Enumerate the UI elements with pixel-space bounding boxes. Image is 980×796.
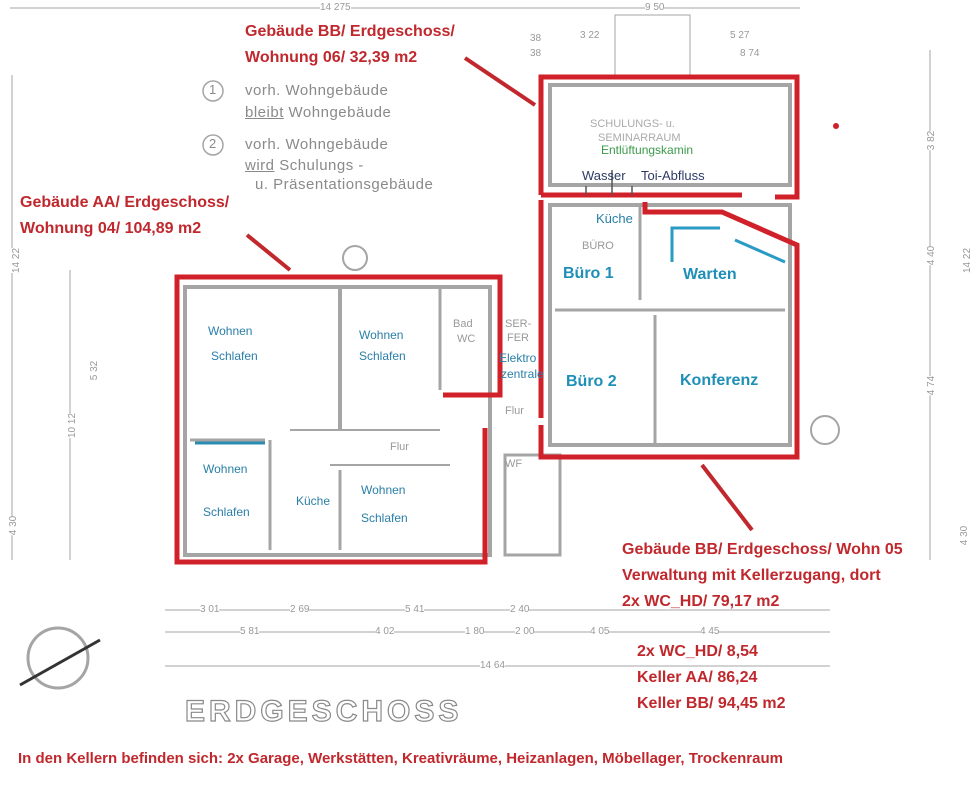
dimension: 5 81 bbox=[240, 626, 260, 637]
dimension: 5 41 bbox=[405, 604, 425, 615]
room-label: SER- bbox=[505, 318, 532, 330]
dimension: 38 bbox=[530, 48, 542, 59]
room-label: Schlafen bbox=[203, 505, 250, 519]
room-label: Konferenz bbox=[680, 372, 759, 389]
annotation-line: Gebäude BB/ Erdgeschoss/ Wohn 05 bbox=[622, 541, 903, 558]
annotation-leaders bbox=[245, 56, 754, 532]
legend-num-2: 2 bbox=[209, 136, 217, 151]
room-label: Wohnen bbox=[203, 462, 248, 476]
dimension: 14 275 bbox=[320, 2, 351, 13]
annotation-line: Gebäude BB/ Erdgeschoss/ bbox=[245, 23, 455, 40]
room-label: Büro 2 bbox=[566, 373, 617, 390]
annotation-extra: 2x WC_HD/ 8,54 Keller AA/ 86,24 Keller B… bbox=[637, 639, 786, 717]
dimension: 1 80 bbox=[465, 626, 485, 637]
legend-item2-line2: Schulungs - bbox=[279, 157, 364, 174]
outline-bb06 bbox=[538, 74, 800, 200]
legend-item2-line1: vorh. Wohngebäude bbox=[245, 136, 389, 153]
legend-item1-line2: Wohngebäude bbox=[288, 104, 392, 121]
room-label: Elektro bbox=[499, 351, 537, 365]
plan-walls bbox=[10, 7, 931, 690]
dimension: 3 22 bbox=[580, 30, 600, 41]
room-label: Schlafen bbox=[359, 349, 406, 363]
room-label: BÜRO bbox=[582, 240, 614, 252]
wasser-label: Wasser bbox=[582, 168, 626, 183]
outline-bb05 bbox=[538, 200, 800, 460]
legend-item2-keyword: wird bbox=[245, 157, 275, 174]
annotation-line: Gebäude AA/ Erdgeschoss/ bbox=[20, 194, 230, 211]
room-label: WC bbox=[457, 333, 476, 345]
dimension: 4 30 bbox=[959, 525, 971, 546]
room-label: Schlafen bbox=[211, 349, 258, 363]
annotation-line: Wohnung 04/ 104,89 m2 bbox=[20, 220, 202, 237]
annotation-line: 2x WC_HD/ 79,17 m2 bbox=[622, 593, 780, 610]
dimension: 4 40 bbox=[926, 245, 938, 266]
legend-num-1: 1 bbox=[209, 82, 217, 97]
annotation-bb05: Gebäude BB/ Erdgeschoss/ Wohn 05 Verwalt… bbox=[622, 537, 903, 615]
annotation-aa04: Gebäude AA/ Erdgeschoss/ Wohnung 04/ 104… bbox=[20, 190, 229, 242]
dimension: 5 32 bbox=[89, 360, 101, 381]
room-label: Flur bbox=[390, 441, 409, 453]
dimension: 9 50 bbox=[645, 2, 665, 13]
room-label: FER bbox=[507, 332, 529, 344]
annotation-line: Wohnung 06/ 32,39 m2 bbox=[245, 49, 418, 66]
dimension: 4 05 bbox=[590, 626, 610, 637]
legend-item1-keyword: bleibt bbox=[245, 104, 284, 121]
room-label: Küche bbox=[596, 211, 633, 226]
room-label: Wohnen bbox=[208, 324, 253, 338]
compass-needle bbox=[19, 638, 101, 687]
dimension: 4 02 bbox=[375, 626, 395, 637]
room-label: zentrale bbox=[501, 367, 544, 381]
room-label: SEMINARRAUM bbox=[598, 132, 681, 144]
dimension: 4 74 bbox=[926, 375, 938, 396]
plan-title: ERDGESCHOSS bbox=[184, 694, 463, 728]
room-label: SCHULUNGS- u. bbox=[590, 118, 675, 130]
legend-item1-line1: vorh. Wohngebäude bbox=[245, 82, 389, 99]
dimension: 4 45 bbox=[700, 626, 720, 637]
annotation-bb06: Gebäude BB/ Erdgeschoss/ Wohnung 06/ 32,… bbox=[245, 19, 455, 71]
dimension: 38 bbox=[530, 33, 542, 44]
room-label: Büro 1 bbox=[563, 265, 614, 282]
legend-item2-line3: u. Präsentationsgebäude bbox=[255, 176, 434, 193]
entlueftung-label: Entlüftungskamin bbox=[601, 143, 694, 157]
dimension: 5 27 bbox=[730, 30, 750, 41]
room-label: Wohnen bbox=[359, 328, 404, 342]
dimension: 14 64 bbox=[480, 660, 506, 671]
annotation-line: Verwaltung mit Kellerzugang, dort bbox=[622, 567, 881, 584]
dimension: 10 12 bbox=[67, 412, 79, 439]
dimension: 8 74 bbox=[740, 48, 760, 59]
annotation-line: Keller AA/ 86,24 bbox=[637, 669, 758, 686]
dimension: 2 40 bbox=[510, 604, 530, 615]
dimension: 14 22 bbox=[962, 247, 974, 274]
room-label: Schlafen bbox=[361, 511, 408, 525]
footer-note: In den Kellern befinden sich: 2x Garage,… bbox=[18, 750, 783, 767]
room-label: Bad bbox=[453, 318, 473, 330]
dimension: 3 01 bbox=[200, 604, 220, 615]
annotation-line: 2x WC_HD/ 8,54 bbox=[637, 643, 758, 660]
dimension: 4 30 bbox=[8, 515, 20, 536]
room-label: Wohnen bbox=[361, 483, 406, 497]
dimension: 3 82 bbox=[926, 130, 938, 151]
dimension: 14 22 bbox=[11, 247, 23, 274]
room-label: WF bbox=[505, 458, 523, 470]
annotation-line: Keller BB/ 94,45 m2 bbox=[637, 695, 786, 712]
room-label: Flur bbox=[505, 405, 524, 417]
dimension: 2 00 bbox=[515, 626, 535, 637]
room-label: Warten bbox=[683, 266, 737, 283]
outline-aa04 bbox=[174, 274, 503, 565]
toi-abfluss-label: Toi-Abfluss bbox=[641, 168, 705, 183]
dimension: 2 69 bbox=[290, 604, 310, 615]
room-label: Küche bbox=[296, 494, 331, 508]
